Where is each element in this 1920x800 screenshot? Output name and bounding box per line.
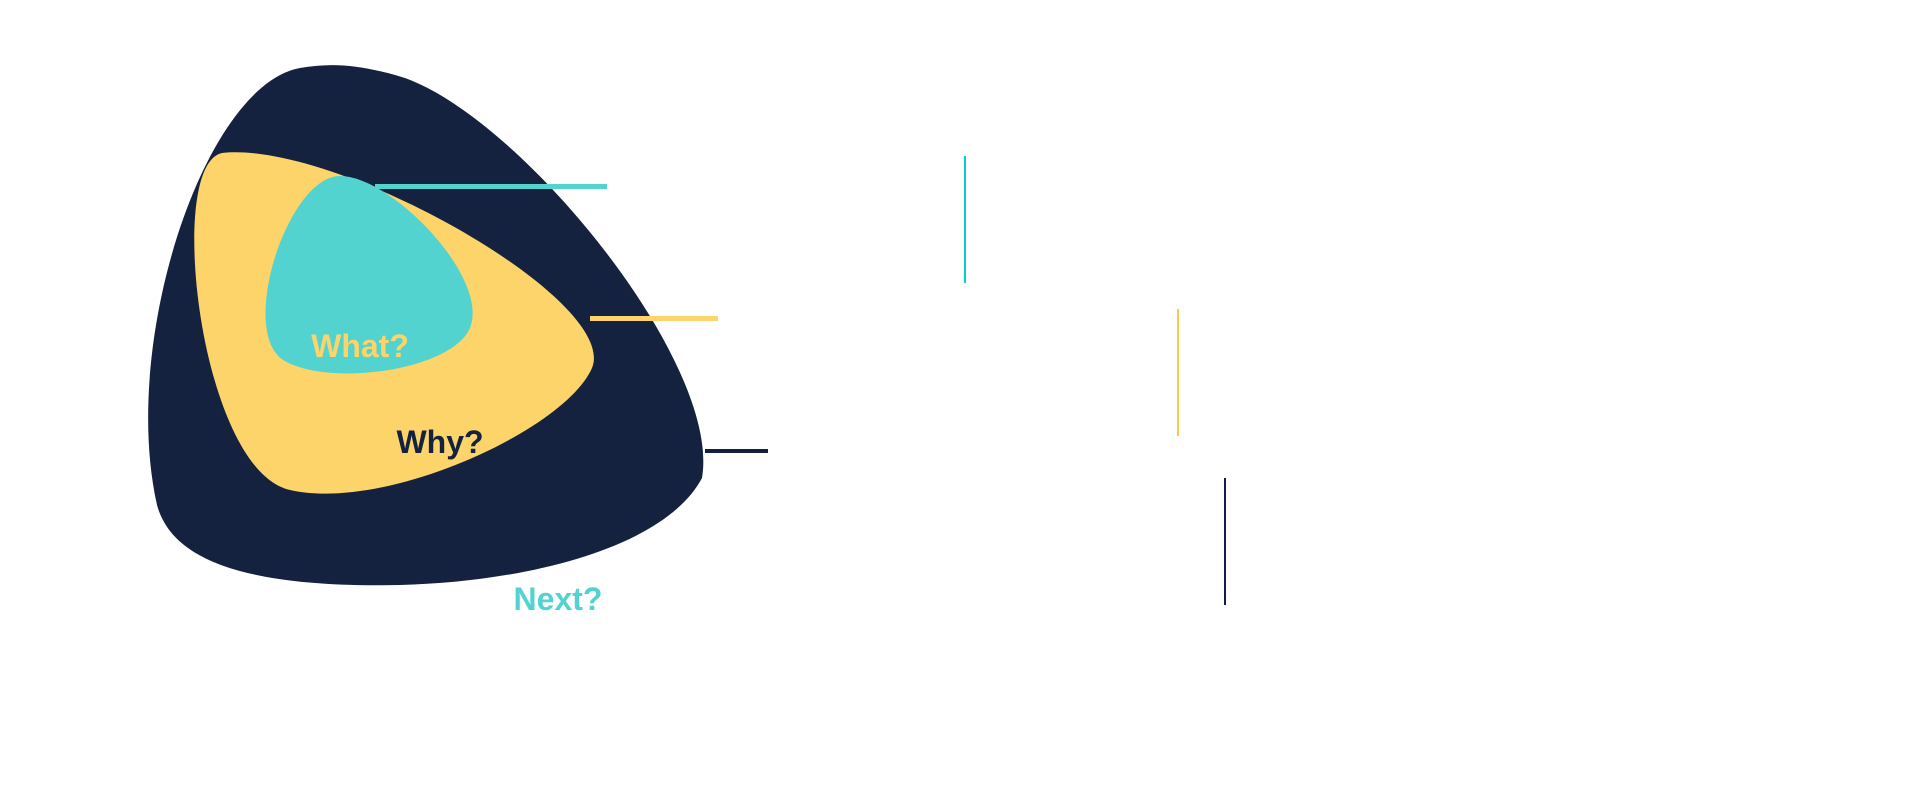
why-label: Why? — [396, 424, 483, 460]
why-vertical-divider — [1177, 309, 1179, 436]
next-connector-line — [705, 449, 768, 453]
what-connector-line — [375, 184, 607, 189]
next-label: Next? — [514, 581, 603, 617]
why-connector-line — [590, 316, 718, 321]
what-vertical-divider — [964, 156, 966, 283]
next-vertical-divider — [1224, 478, 1226, 605]
what-blob — [265, 176, 473, 374]
what-label: What? — [311, 328, 409, 364]
